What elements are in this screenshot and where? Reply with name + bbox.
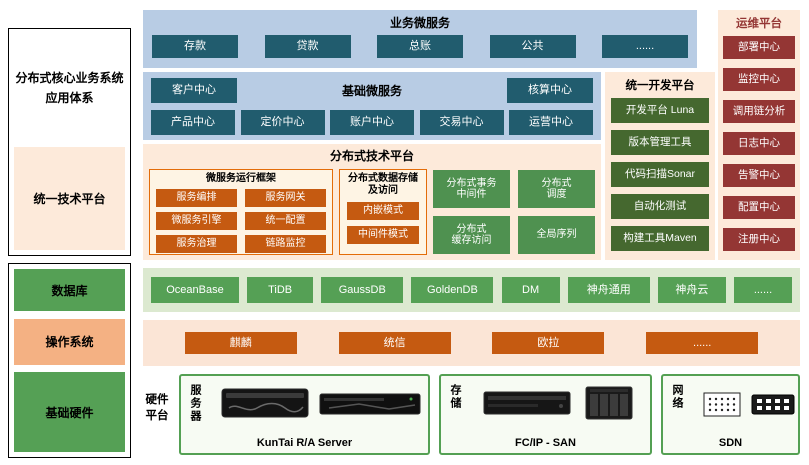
database-product-box: 神舟云 [657,277,726,303]
runtime-capability-box: 统一配置 [245,212,326,230]
data-storage-title: 分布式数据存储 及访问 [348,173,418,196]
os-product-box: 统信 [338,332,451,354]
database-product-box: TiDB [247,277,314,303]
basic-service-box: 客户中心 [151,78,237,103]
dev-tool-box: 版本管理工具 [611,130,709,155]
os-product-box: ...... [646,332,759,354]
ops-center-box: 日志中心 [723,132,795,155]
distributed-tech-platform-panel: 分布式技术平台 微服务运行框架 服务编排 服务网关 微服务引擎 统一配置 服务治… [143,144,601,260]
app-system-label: 分布式核心业务系统 应用体系 [15,71,124,105]
dev-tool-box: 自动化测试 [611,194,709,219]
business-microservices-panel: 业务微服务 存款 贷款 总账 公共 ...... [143,10,697,68]
ops-platform-panel: 运维平台 部署中心 监控中心 调用链分析 日志中心 告警中心 配置中心 注册中心 [718,10,800,260]
storage-image-2 [585,386,633,420]
dev-tool-box: 开发平台 Luna [611,98,709,123]
server-hardware-box: 服务器 KunTai R/A Server [179,374,430,455]
runtime-capability-box: 服务网关 [245,189,326,207]
business-service-box: 总账 [377,35,463,58]
ops-center-box: 调用链分析 [723,100,795,123]
business-service-box: ...... [602,35,688,58]
storage-image-1 [483,390,571,416]
network-ports-icon [703,392,741,417]
data-storage-box: 分布式数据存储 及访问 内嵌模式 中间件模式 [339,169,427,255]
database-product-box: ...... [733,277,792,303]
network-label: 网络 [671,384,683,410]
basic-service-row-1: 客户中心 基础微服务 核算中心 [151,78,593,103]
database-product-box: DM [501,277,560,303]
business-service-box: 存款 [152,35,238,58]
business-microservices-title: 业务微服务 [389,16,450,30]
tech-platform-label: 统一技术平台 [14,147,125,250]
runtime-capability-box: 服务治理 [156,235,237,253]
storage-hardware-box: 存储 FC/IP - SAN [439,374,652,455]
database-product-box: 神舟通用 [567,277,650,303]
server-caption: KunTai R/A Server [256,437,353,449]
database-product-box: GaussDB [321,277,404,303]
database-product-box: GoldenDB [411,277,494,303]
database-side-label: 数据库 [14,269,125,311]
ops-center-box: 部署中心 [723,36,795,59]
storage-caption: FC/IP - SAN [515,437,576,449]
dev-platform-title: 统一开发平台 [625,80,695,92]
data-storage-modes: 内嵌模式 中间件模式 [340,202,426,244]
hardware-row: 硬件平台 服务器 KunTai R/A Server [143,371,800,458]
basic-service-box: 产品中心 [151,110,235,135]
runtime-capability-box: 服务编排 [156,189,237,207]
runtime-capability-box: 链路监控 [245,235,326,253]
runtime-capability-box: 微服务引擎 [156,212,237,230]
dev-tool-box: 构建工具Maven [611,226,709,251]
basic-service-box: 运营中心 [509,110,593,135]
server-label: 服务器 [189,384,201,423]
runtime-framework-title: 微服务运行框架 [206,173,276,184]
os-product-box: 欧拉 [492,332,605,354]
ops-center-box: 监控中心 [723,68,795,91]
ops-platform-title: 运维平台 [736,18,782,30]
business-service-row: 存款 贷款 总账 公共 ...... [143,35,697,58]
storage-label: 存储 [449,384,461,410]
dev-tool-box: 代码扫描Sonar [611,162,709,187]
basic-service-box: 核算中心 [507,78,593,103]
business-service-box: 贷款 [264,35,351,58]
dev-platform-panel: 统一开发平台 开发平台 Luna 版本管理工具 代码扫描Sonar 自动化测试 … [605,72,715,260]
runtime-framework-box: 微服务运行框架 服务编排 服务网关 微服务引擎 统一配置 服务治理 链路监控 [149,169,333,255]
basic-service-box: 交易中心 [419,110,504,135]
database-row: OceanBase TiDB GaussDB GoldenDB DM 神舟通用 … [143,268,800,312]
dev-tool-list: 开发平台 Luna 版本管理工具 代码扫描Sonar 自动化测试 构建工具Mav… [605,98,715,251]
business-service-box: 公共 [489,35,576,58]
network-caption: SDN [718,437,743,449]
basic-microservices-panel: 客户中心 基础微服务 核算中心 产品中心 定价中心 账户中心 交易中心 运营中心 [143,72,601,140]
tech-capability-box: 分布式事务 中间件 [433,170,510,208]
server-image-2 [319,392,421,416]
tech-capability-box: 全局序列 [518,216,595,254]
server-image-1 [221,388,309,418]
distributed-tech-platform-title: 分布式技术平台 [329,149,414,163]
ops-center-box: 注册中心 [723,228,795,251]
left-top-group: 分布式核心业务系统 应用体系 统一技术平台 [8,28,131,256]
tech-capability-box: 分布式 缓存访问 [433,216,510,254]
os-product-box: 麒麟 [184,332,297,354]
tech-capability-grid: 分布式事务 中间件 分布式 调度 分布式 缓存访问 全局序列 [433,170,595,254]
os-side-label: 操作系统 [14,318,125,365]
os-row: 麒麟 统信 欧拉 ...... [143,320,800,366]
ops-center-box: 告警中心 [723,164,795,187]
runtime-framework-grid: 服务编排 服务网关 微服务引擎 统一配置 服务治理 链路监控 [150,185,332,253]
basic-service-box: 账户中心 [330,110,414,135]
storage-mode-box: 内嵌模式 [347,202,419,220]
tech-capability-box: 分布式 调度 [518,170,595,208]
basic-service-box: 定价中心 [240,110,325,135]
hardware-side-label: 基础硬件 [14,372,125,452]
network-switch-icon [751,394,795,415]
basic-microservices-title: 基础微服务 [341,84,402,98]
ops-center-list: 部署中心 监控中心 调用链分析 日志中心 告警中心 配置中心 注册中心 [718,36,800,251]
storage-mode-box: 中间件模式 [347,226,419,244]
hardware-platform-label: 硬件平台 [145,394,169,422]
left-bottom-group: 数据库 操作系统 基础硬件 [8,263,131,458]
database-product-box: OceanBase [151,277,239,303]
ops-center-box: 配置中心 [723,196,795,219]
network-hardware-box: 网络 [661,374,800,455]
basic-service-row-2: 产品中心 定价中心 账户中心 交易中心 运营中心 [151,110,593,135]
